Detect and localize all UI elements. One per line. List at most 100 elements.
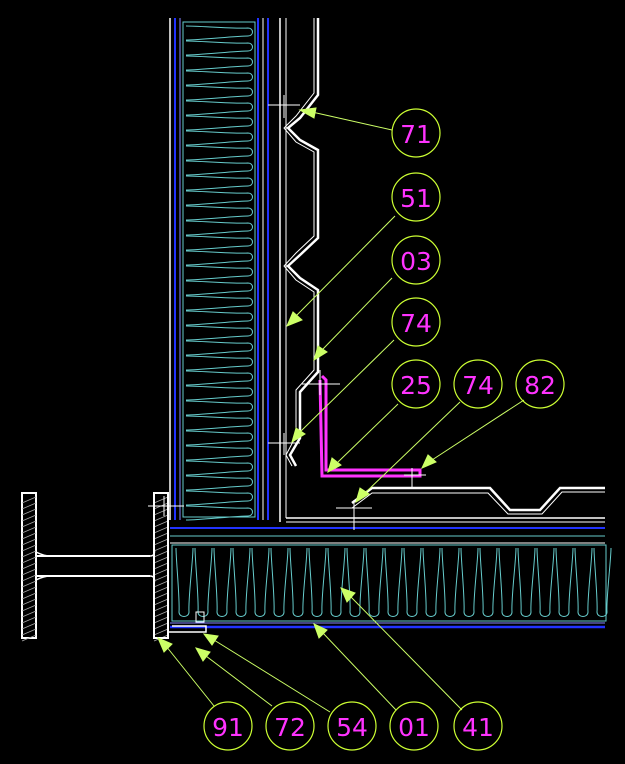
- insulation-stroke: [232, 547, 251, 617]
- insulation-stroke: [185, 175, 253, 191]
- hatch-line: [21, 592, 37, 600]
- insulation-stroke: [185, 145, 253, 161]
- insulation-stroke: [185, 325, 253, 341]
- insulation-stroke: [213, 547, 232, 617]
- insulation-stroke: [384, 547, 403, 617]
- insulation-stroke: [185, 160, 253, 176]
- insulation-stroke: [308, 547, 327, 617]
- callout-circle: [453, 701, 503, 751]
- insulation-stroke: [185, 85, 253, 101]
- insulation-stroke: [185, 130, 253, 146]
- insulation-stroke: [185, 355, 253, 371]
- callout-01: 01: [389, 701, 439, 751]
- hatch-line: [153, 520, 169, 528]
- insulation-stroke: [175, 547, 194, 617]
- insulation-stroke: [346, 547, 365, 617]
- insulation-stroke: [185, 190, 253, 206]
- insulation-stroke: [365, 547, 384, 617]
- hatch-line: [21, 610, 37, 618]
- callout-82: 82: [515, 359, 565, 409]
- hatch-line: [21, 508, 37, 516]
- arrowhead-82: [421, 454, 437, 469]
- insulation-stroke: [185, 70, 253, 86]
- roof-insulation-pattern: [175, 547, 612, 617]
- hatch-line: [21, 574, 37, 582]
- insulation-stroke: [185, 280, 253, 296]
- hatch-line: [21, 556, 37, 564]
- leader-25: [337, 403, 399, 463]
- insulation-stroke: [185, 505, 253, 521]
- insulation-stroke: [185, 385, 253, 401]
- leader-03: [321, 277, 393, 351]
- hatch-line: [21, 568, 37, 576]
- leader-74b: [365, 401, 461, 493]
- roof-assembly: [170, 486, 612, 629]
- beam-fillet-left: [35, 551, 51, 581]
- callout-circle: [391, 297, 441, 347]
- hatch-line: [153, 580, 169, 588]
- hatch-line: [21, 502, 37, 510]
- hatch-line: [153, 496, 169, 504]
- insulation-stroke: [185, 205, 253, 221]
- insulation-stroke: [574, 547, 593, 617]
- insulation-stroke: [251, 547, 270, 617]
- leader-72: [205, 655, 273, 707]
- callout-circle: [391, 235, 441, 285]
- insulation-stroke: [185, 340, 253, 356]
- callout-label: 25: [400, 371, 432, 400]
- arrowhead-54: [202, 633, 219, 646]
- hatch-line: [153, 592, 169, 600]
- insulation-stroke: [185, 475, 253, 491]
- hatch-line: [153, 538, 169, 546]
- arrowhead-71: [298, 107, 317, 119]
- callout-51: 51: [391, 172, 441, 222]
- insulation-stroke: [185, 235, 253, 251]
- callout-tags: 71 51 03 74 25 74 82 91: [203, 108, 565, 751]
- hatch-line: [21, 538, 37, 546]
- arrowhead-25: [327, 457, 342, 474]
- fixing-clip: [195, 611, 205, 623]
- callout-74-lower: 74: [453, 359, 503, 409]
- hatch-line: [153, 508, 169, 516]
- arrowhead-01: [313, 623, 328, 639]
- insulation-stroke: [185, 370, 253, 386]
- callout-03: 03: [391, 235, 441, 285]
- hatch-line: [21, 562, 37, 570]
- hatch-line: [153, 550, 169, 558]
- hatch-line: [21, 586, 37, 594]
- callout-label: 72: [274, 713, 306, 742]
- insulation-stroke: [185, 415, 253, 431]
- insulation-stroke: [185, 250, 253, 266]
- hatch-line: [153, 562, 169, 570]
- trapezoidal-roof-sheet-inner: [351, 491, 605, 515]
- insulation-stroke: [185, 40, 253, 56]
- hatch-line: [153, 616, 169, 624]
- callout-74-upper: 74: [391, 297, 441, 347]
- corner-flashing: [302, 370, 426, 488]
- insulation-stroke: [185, 400, 253, 416]
- callout-25: 25: [391, 359, 441, 409]
- callout-circle: [389, 701, 439, 751]
- callout-circle: [327, 701, 377, 751]
- callout-label: 82: [524, 371, 556, 400]
- arrowhead-91: [157, 637, 173, 653]
- insulation-stroke: [498, 547, 517, 617]
- hatch-line: [153, 544, 169, 552]
- insulation-stroke: [289, 547, 308, 617]
- callout-54: 54: [327, 701, 377, 751]
- hatch-line: [21, 598, 37, 606]
- callout-circle: [391, 359, 441, 409]
- hatch-line: [21, 580, 37, 588]
- beam-web: [36, 555, 150, 577]
- hatch-line: [153, 556, 169, 564]
- leader-71: [311, 111, 393, 131]
- insulation-stroke: [460, 547, 479, 617]
- hatch-line: [21, 628, 37, 636]
- insulation-stroke: [185, 490, 253, 506]
- leader-51: [295, 215, 396, 317]
- leader-82: [431, 399, 525, 461]
- callout-72: 72: [265, 701, 315, 751]
- callout-label: 74: [462, 371, 494, 400]
- callout-circle: [515, 359, 565, 409]
